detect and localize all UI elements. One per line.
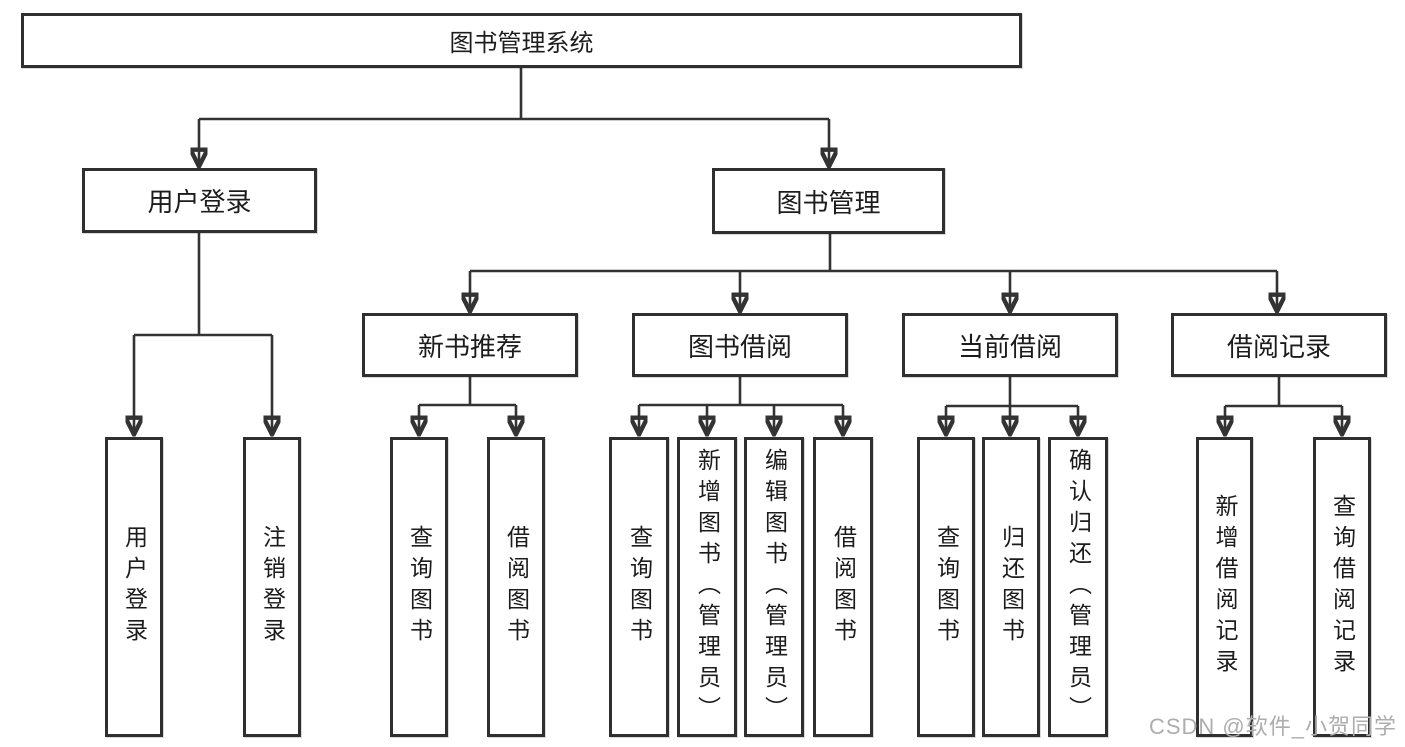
node-book-borrow: 图书借阅 (632, 313, 848, 377)
node-borrow-records: 借阅记录 (1171, 313, 1387, 377)
leaf-records-query-record-label: 查询借阅记录 (1329, 494, 1356, 680)
node-user-login: 用户登录 (82, 168, 317, 233)
trunk-root (199, 68, 829, 121)
trunk-book-borrow (639, 377, 843, 407)
leaf-current-return-books: 归还图书 (982, 437, 1040, 737)
leaf-user-login-label: 用户登录 (121, 525, 148, 649)
leaf-borrow-add-books-admin-label: 新增图书（管理员） (694, 447, 721, 727)
leaf-recommend-query-books: 查询图书 (390, 437, 448, 737)
leaf-current-query-books-label: 查询图书 (933, 525, 960, 649)
leaf-current-return-books-label: 归还图书 (998, 525, 1025, 649)
node-book-management: 图书管理 (712, 168, 945, 234)
trunk-book-mgmt (470, 234, 1277, 273)
leaf-records-add-record: 新增借阅记录 (1196, 437, 1253, 737)
leaf-borrow-edit-books-admin: 编辑图书（管理员） (744, 437, 804, 737)
leaf-borrow-query-books: 查询图书 (609, 437, 669, 737)
watermark: CSDN @软件_小贺同学 (1148, 714, 1397, 739)
trunk-borrow-records (1225, 377, 1342, 408)
node-new-book-recommend: 新书推荐 (362, 313, 578, 377)
leaf-current-confirm-return-admin-label: 确认归还（管理员） (1065, 447, 1092, 727)
leaf-recommend-query-books-label: 查询图书 (406, 525, 433, 649)
leaf-user-login: 用户登录 (105, 437, 163, 737)
leaf-records-query-record: 查询借阅记录 (1313, 437, 1371, 737)
leaf-logout: 注销登录 (243, 437, 301, 737)
leaf-borrow-add-books-admin: 新增图书（管理员） (677, 437, 737, 737)
leaf-current-query-books: 查询图书 (917, 437, 975, 737)
leaf-records-add-record-label: 新增借阅记录 (1212, 494, 1238, 680)
leaf-current-confirm-return-admin: 确认归还（管理员） (1048, 437, 1108, 737)
leaf-logout-label: 注销登录 (259, 525, 286, 649)
trunk-new-book (419, 377, 516, 407)
leaf-borrow-query-books-label: 查询图书 (626, 525, 653, 649)
leaf-borrow-borrow-books-label: 借阅图书 (830, 525, 857, 649)
leaf-borrow-borrow-books: 借阅图书 (813, 437, 873, 737)
leaf-recommend-borrow-books: 借阅图书 (487, 437, 545, 737)
leaf-recommend-borrow-books-label: 借阅图书 (503, 525, 530, 649)
leaf-borrow-edit-books-admin-label: 编辑图书（管理员） (761, 447, 788, 727)
trunk-user-login (134, 233, 272, 337)
node-system-root: 图书管理系统 (21, 13, 1022, 68)
node-current-borrow: 当前借阅 (902, 313, 1118, 377)
trunk-current-borrow (946, 377, 1078, 408)
